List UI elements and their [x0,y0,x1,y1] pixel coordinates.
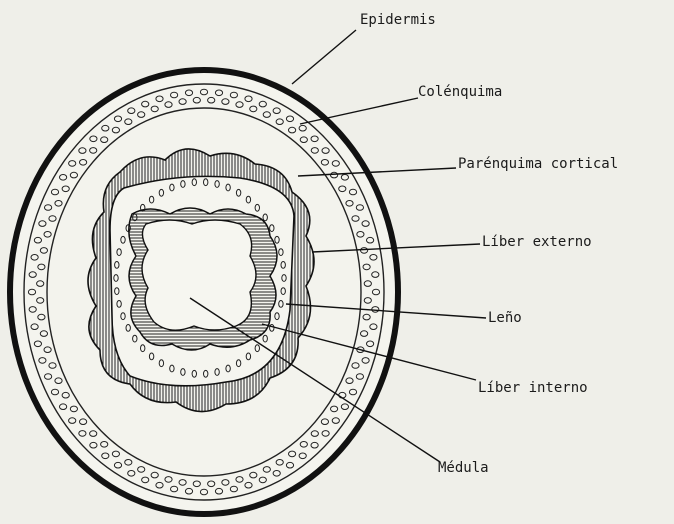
label-parenquima-cortical: Parénquima cortical [458,156,618,172]
label-liber-interno: Líber interno [478,380,588,396]
pith [142,220,256,330]
epidermis-leader [292,30,356,84]
label-colenquima: Colénquima [418,84,502,100]
vascular-ring [88,149,314,412]
label-medula: Médula [438,460,489,476]
label-liber-externo: Líber externo [482,234,592,250]
label-epidermis: Epidermis [360,12,436,28]
label-leno: Leño [488,310,522,326]
